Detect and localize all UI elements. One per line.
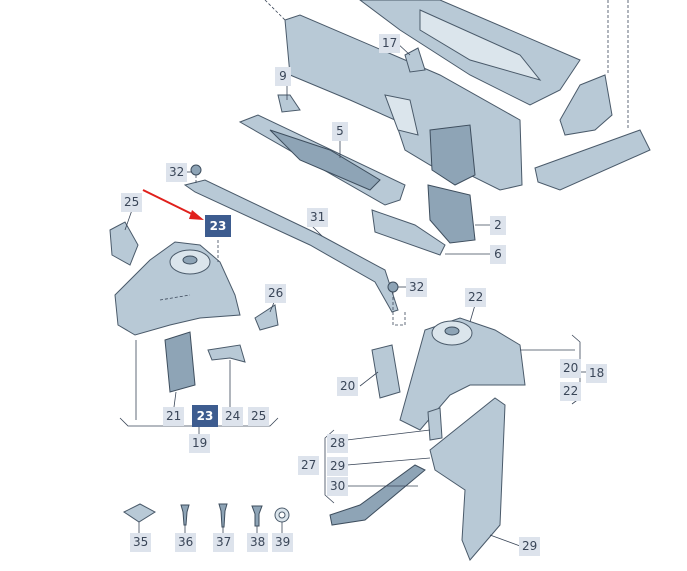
callout-27[interactable]: 27 bbox=[298, 456, 320, 475]
callout-26[interactable]: 26 bbox=[265, 284, 287, 303]
reinforcement-part-21 bbox=[164, 331, 196, 393]
strut-tower-right-hole bbox=[444, 326, 460, 336]
screw-part-36 bbox=[180, 504, 190, 526]
callout-2[interactable]: 2 bbox=[490, 216, 506, 235]
longitudinal-member-part-29 bbox=[429, 397, 506, 561]
bracket-part-17 bbox=[404, 47, 426, 73]
callout-24[interactable]: 24 bbox=[222, 407, 244, 426]
callout-18[interactable]: 18 bbox=[586, 364, 608, 383]
callout-25-top[interactable]: 25 bbox=[121, 193, 143, 212]
callout-36[interactable]: 36 bbox=[175, 533, 197, 552]
reinforcement-right bbox=[534, 129, 651, 191]
callout-39[interactable]: 39 bbox=[272, 533, 294, 552]
callout-20-right[interactable]: 20 bbox=[560, 359, 582, 378]
cross-member-detail bbox=[269, 129, 381, 191]
bracket-part-24 bbox=[207, 344, 246, 363]
callout-31[interactable]: 31 bbox=[307, 208, 329, 227]
callout-37[interactable]: 37 bbox=[213, 533, 235, 552]
bracket-part-20 bbox=[371, 344, 401, 399]
bracket-part-6 bbox=[371, 209, 446, 256]
strut-tower-left-hole bbox=[182, 255, 198, 265]
callout-20-left[interactable]: 20 bbox=[337, 377, 359, 396]
nut-part-32-b bbox=[387, 281, 399, 293]
callout-32-mid[interactable]: 32 bbox=[406, 278, 428, 297]
nut-part-32-a bbox=[190, 164, 202, 176]
callout-19[interactable]: 19 bbox=[189, 434, 211, 453]
red-arrow bbox=[142, 189, 204, 220]
bulkhead-window bbox=[384, 94, 419, 136]
cowl-inner bbox=[419, 9, 542, 81]
rail-part-30 bbox=[329, 464, 426, 526]
dashed-assembly-lines bbox=[159, 0, 629, 326]
callout-29-left[interactable]: 29 bbox=[327, 457, 349, 476]
callout-6[interactable]: 6 bbox=[490, 245, 506, 264]
callout-22-top[interactable]: 22 bbox=[465, 288, 487, 307]
bracket-part-28 bbox=[427, 407, 443, 441]
bracket-part-9 bbox=[277, 94, 301, 113]
callout-5[interactable]: 5 bbox=[332, 122, 348, 141]
callout-25-bottom[interactable]: 25 bbox=[248, 407, 270, 426]
clip-nut-part-35 bbox=[123, 503, 156, 523]
closing-panel-part-2 bbox=[427, 184, 476, 244]
callout-23-highlight-bottom[interactable]: 23 bbox=[192, 405, 218, 427]
callout-30[interactable]: 30 bbox=[327, 477, 349, 496]
screw-part-37 bbox=[218, 503, 228, 528]
callout-32-top[interactable]: 32 bbox=[166, 163, 188, 182]
callout-29-bottom[interactable]: 29 bbox=[519, 537, 541, 556]
washer-part-39-hole bbox=[278, 511, 286, 519]
callout-23-highlight-top[interactable]: 23 bbox=[205, 215, 231, 237]
bulkhead-right-section bbox=[429, 124, 476, 186]
callout-21[interactable]: 21 bbox=[163, 407, 185, 426]
bracket-part-25 bbox=[109, 221, 139, 266]
bracket-part-26 bbox=[254, 304, 279, 331]
strut-bar-part-31 bbox=[183, 179, 399, 313]
callout-35[interactable]: 35 bbox=[130, 533, 152, 552]
callout-9[interactable]: 9 bbox=[275, 67, 291, 86]
pillar-bracket-top-right bbox=[559, 74, 613, 136]
callout-17[interactable]: 17 bbox=[379, 34, 401, 53]
callout-38[interactable]: 38 bbox=[247, 533, 269, 552]
callout-28[interactable]: 28 bbox=[327, 434, 349, 453]
callout-22-right[interactable]: 22 bbox=[560, 382, 582, 401]
bolt-part-38 bbox=[251, 505, 263, 527]
